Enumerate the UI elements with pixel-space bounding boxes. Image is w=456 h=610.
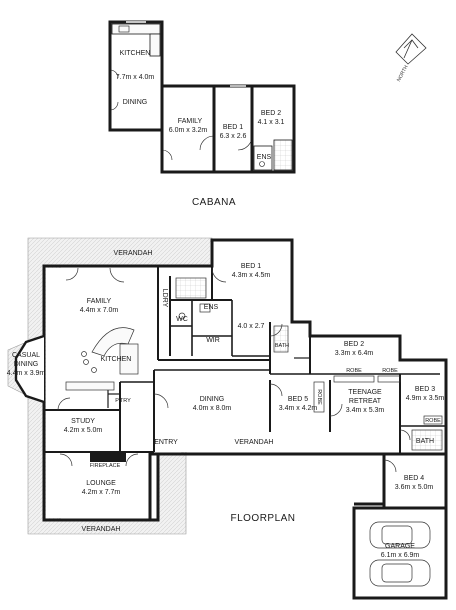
wir-dims: 4.0 x 2.7 [237,323,265,330]
casual-dining-name-2: DINING [13,361,39,368]
cabana-kitchen-dims: 7.7m x 4.0m [115,74,155,81]
wc-label: WC [176,316,188,323]
cabana-family-dims: 6.0m x 3.2m [168,127,208,134]
cabana-bed1-name: BED 1 [222,124,244,131]
cabana-bed2-dims: 4.1 x 3.1 [257,119,285,126]
kitchen-label: KITCHEN [100,356,132,363]
fixtures [57,267,443,587]
bed5-name: BED 5 [287,396,309,403]
bed5-dims: 3.4m x 4.2m [278,405,318,412]
bed2-dims: 3.3m x 6.4m [334,350,374,357]
bed3-name: BED 3 [414,386,436,393]
bath-small-label: BATH [274,343,290,349]
cabana-ens-name: ENS [256,154,272,161]
teen-retreat-dims: 3.4m x 5.3m [345,407,385,414]
pantry-label: P'TRY [115,398,131,404]
bed4-dims: 3.6m x 5.0m [394,484,434,491]
verandah-top-label: VERANDAH [113,250,153,257]
study-dims: 4.2m x 5.0m [63,427,103,434]
cabana-family-name: FAMILY [177,118,203,125]
verandah-bottom-label: VERANDAH [81,526,121,533]
garage-name: GARAGE [385,543,415,550]
robe-label-3: ROBE [316,389,322,405]
teen-retreat-name-2: RETREAT [348,398,382,405]
cabana-plan [108,20,296,174]
robe-label-4: ROBE [425,418,441,424]
bed3-dims: 4.9m x 3.5m [405,395,445,402]
cabana-title: CABANA [191,197,237,208]
entry-label: ENTRY [154,439,178,446]
family-dims: 4.4m x 7.0m [79,307,119,314]
fireplace-label: FIREPLACE [89,463,121,469]
dining-name: DINING [199,396,225,403]
bed4-name: BED 4 [403,475,425,482]
verandah-mid-label: VERANDAH [234,439,274,446]
lounge-dims: 4.2m x 7.7m [81,489,121,496]
floorplan-title: FLOORPLAN [230,513,296,524]
laundry-label: LDRY [161,288,168,308]
family-name: FAMILY [86,298,112,305]
bed2-name: BED 2 [343,341,365,348]
bath-label: BATH [415,438,435,445]
robe-label-2: ROBE [382,368,398,374]
casual-dining-name-1: CASUAL [11,352,41,359]
cabana-kitchen-name: KITCHEN [119,50,151,57]
garage-dims: 6.1m x 6.9m [380,552,420,559]
cabana-bed2-name: BED 2 [260,110,282,117]
dining-dims: 4.0m x 8.0m [192,405,232,412]
robe-label-1: ROBE [346,368,362,374]
north-arrow-icon [395,33,427,65]
lounge-name: LOUNGE [86,480,116,487]
bed1-name: BED 1 [240,263,262,270]
cabana-dining-name: DINING [122,99,148,106]
cabana-bed1-dims: 6.3 x 2.6 [219,133,247,140]
teen-retreat-name-1: TEENAGE [348,389,382,396]
casual-dining-dims: 4.4m x 3.9m [6,370,46,377]
main-house-walls [14,238,448,600]
wir-label: WIR [206,337,220,344]
ensuite-label: ENS [203,304,219,311]
study-name: STUDY [71,418,95,425]
bed1-dims: 4.3m x 4.5m [231,272,271,279]
